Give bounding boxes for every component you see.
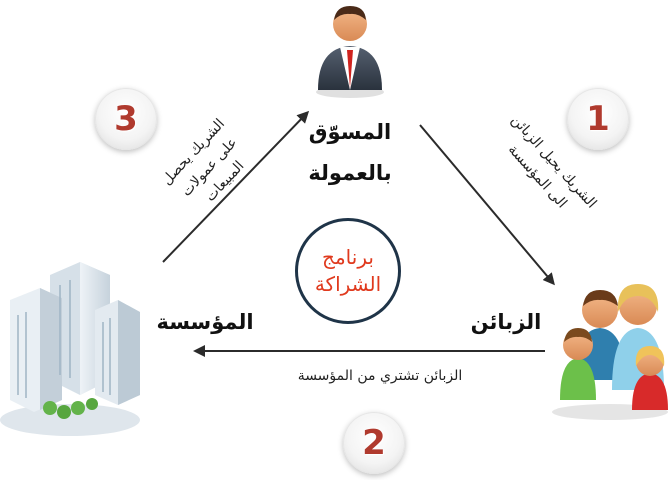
arrow-step-1 [419, 124, 555, 286]
step-2-badge: 2 [343, 412, 405, 474]
step-2-text-line-1: الزبائن تشتري من المؤسسة [297, 368, 463, 384]
office-building-icon [0, 262, 140, 436]
center-title-line-1: برنامج [322, 245, 374, 269]
step-2-text: الزبائن تشتري من المؤسسة [250, 366, 510, 388]
customers-label: الزبائن [470, 310, 542, 334]
arrow-step-3 [162, 110, 310, 263]
step-2-number: 2 [362, 423, 386, 463]
institution-label: المؤسسة [156, 310, 254, 334]
step-3-badge: 3 [95, 88, 157, 150]
step-3-number: 3 [114, 99, 138, 139]
marketer-label: المسوّق بالعمولة [308, 120, 392, 185]
step-1-number: 1 [586, 99, 610, 139]
center-title-line-2: الشراكة [314, 272, 382, 296]
center-program-circle: برنامج الشراكة [295, 218, 401, 324]
businessman-icon [316, 6, 384, 98]
step-1-badge: 1 [567, 88, 629, 150]
family-group-icon [552, 284, 668, 420]
